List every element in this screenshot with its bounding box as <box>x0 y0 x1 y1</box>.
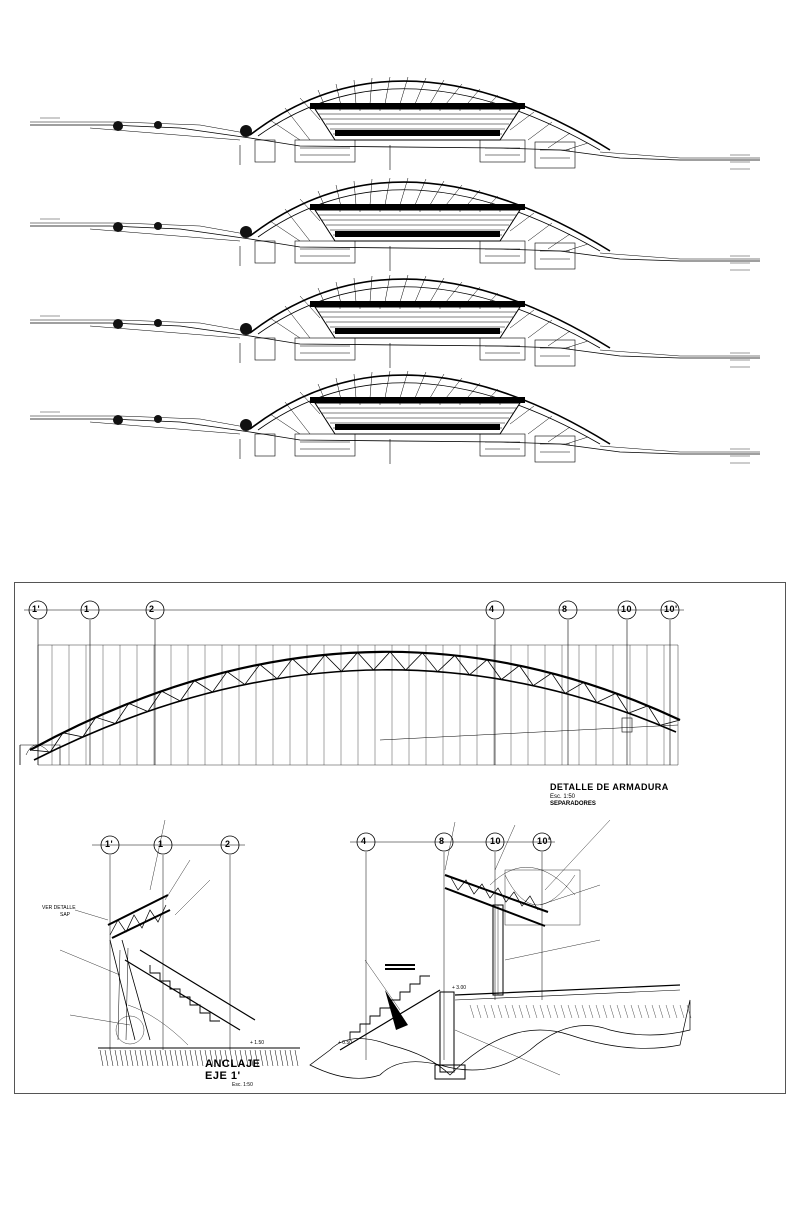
truss-detail-drawing <box>19 600 692 1080</box>
axis-label-left-detail: 1 <box>158 839 164 849</box>
axis-label-right-detail: 8 <box>439 836 445 846</box>
detail-sheet-frame <box>14 582 786 1094</box>
ver-detalle-label: VER DETALLE <box>42 905 76 911</box>
detail-subtitle: SEPARADORES <box>550 801 596 807</box>
elevation-1 <box>29 76 761 171</box>
detail-title: DETALLE DE ARMADURA <box>550 782 669 792</box>
level-mark: + 0.50 <box>338 1040 353 1046</box>
axis-label-top: 4 <box>489 604 495 614</box>
axis-label-right-detail: 4 <box>361 836 367 846</box>
level-mark: + 1.50 <box>250 1040 265 1046</box>
anchor-axis: EJE 1' <box>205 1070 241 1082</box>
elevation-3 <box>29 274 761 369</box>
axis-label-left-detail: 2 <box>225 839 231 849</box>
level-mark: + 3.00 <box>452 985 467 991</box>
axis-label-top: 10 <box>621 604 633 614</box>
axis-label-top: 10' <box>664 604 678 614</box>
axis-label-right-detail: 10' <box>537 836 551 846</box>
axis-label-top: 1' <box>32 604 41 614</box>
detail-scale: Esc. 1:50 <box>550 794 576 800</box>
elevation-4 <box>29 370 761 465</box>
axis-label-left-detail: 1' <box>105 839 114 849</box>
sap-label: SAP <box>60 912 71 918</box>
axis-label-top: 1 <box>84 604 90 614</box>
elevation-2 <box>29 177 761 272</box>
axis-label-right-detail: 10 <box>490 836 502 846</box>
axis-label-top: 2 <box>149 604 155 614</box>
axis-label-top: 8 <box>562 604 568 614</box>
stadium-elevations <box>29 76 761 465</box>
anchor-scale: Esc. 1:50 <box>232 1082 253 1088</box>
anchor-title: ANCLAJE <box>205 1058 261 1070</box>
